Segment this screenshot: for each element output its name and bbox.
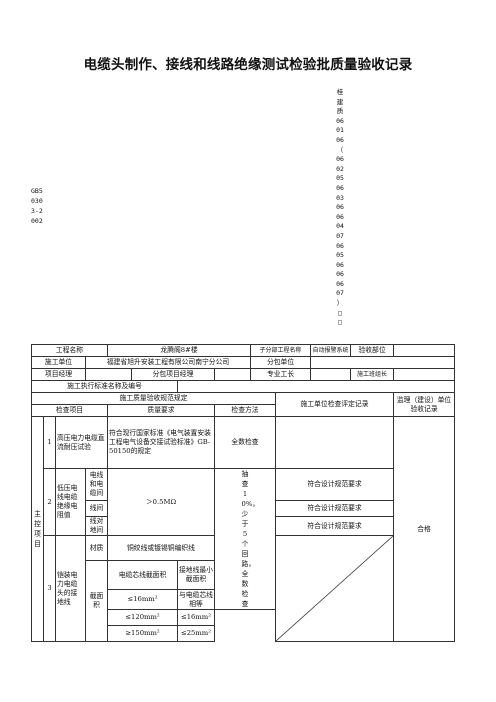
sub-pm-value	[213, 368, 252, 381]
code-right-char: 06	[336, 203, 344, 212]
code-right-char: （	[336, 145, 344, 154]
code-right-char: 06	[336, 241, 344, 250]
code-right-char: 05	[336, 174, 344, 183]
row3-ground-area-header: 接地线最小截面积	[177, 560, 215, 590]
row1-result	[275, 416, 395, 469]
row2-sub1: 电线和电缆间	[85, 468, 108, 501]
code-right-char: ）	[336, 299, 344, 308]
col-item-header: 检查项目	[31, 404, 108, 417]
item-project-label: 自动报警系统	[310, 344, 352, 357]
foreman-value	[310, 368, 352, 381]
standard-value	[176, 380, 456, 393]
sub-pm-label: 分包项目经理	[131, 368, 215, 381]
row3-r1-core: ≤16mm²	[107, 589, 178, 610]
team-leader-label: 施工班组长	[350, 368, 395, 381]
standard-code-left: GB50303-2002	[31, 187, 43, 225]
code-right-char: 06	[336, 183, 344, 192]
row3-r3-ground: ≤25mm²	[177, 625, 215, 642]
code-right-char: 06	[336, 212, 344, 221]
diagonal-line	[276, 536, 393, 641]
code-right-char: 07	[336, 231, 344, 240]
row3-r2-core: ≤120mm²	[107, 609, 178, 626]
row3-r3-core: ≥150mm²	[107, 625, 178, 642]
code-right-char: 06	[336, 155, 344, 164]
code-right-char: 02	[336, 164, 344, 173]
contractor-label: 施工单位	[31, 356, 86, 369]
main-control-label: 主控项目	[31, 416, 44, 642]
code-right-char: 01	[336, 126, 344, 135]
row2-result-3: 符合设计规范要求	[275, 516, 395, 536]
standard-label: 施工执行标准名称及编号	[31, 380, 178, 393]
row2-sub3: 线对地间	[85, 516, 108, 536]
code-right-char: 06	[336, 270, 344, 279]
code-right-char: 06	[336, 279, 344, 288]
row3-r1-ground: 与电缆芯线相等	[177, 589, 215, 610]
row1-item: 高压电力电缆直流耐压试验	[55, 416, 108, 469]
spec-header: 施工质量验收规范规定	[30, 392, 277, 405]
col-requirement-header: 质量要求	[107, 404, 215, 417]
page-title: 电缆头制作、接线和线路绝缘测试检验批质量验收记录	[83, 57, 413, 73]
row3-material-value: 铜绞线或镀锡铜编织线	[107, 535, 215, 561]
col-method-header: 检查方法	[213, 404, 277, 417]
code-right-char: 桂	[336, 88, 344, 96]
code-right-char: 建	[336, 97, 344, 106]
pm-label: 项目经理	[31, 368, 86, 381]
sub-project-label: 子分部工程名称	[250, 344, 312, 357]
row3-no: 3	[43, 535, 56, 642]
row2-method: 抽查10%，少于5个回路，全数检查	[213, 468, 277, 610]
code-right-char: 06	[336, 116, 344, 125]
code-right-char: 05	[336, 251, 344, 260]
code-right-char: 07	[336, 289, 344, 298]
code-right-char: □	[338, 318, 342, 327]
row3-core-area-header: 电缆芯线截面积	[107, 560, 178, 590]
row2-requirement: ＞0.5MΩ	[107, 468, 215, 536]
acceptance-part-value	[393, 344, 456, 357]
code-right-char: 04	[336, 222, 344, 231]
row2-item: 低压电线电缆绝缘电阻值	[55, 468, 86, 536]
row1-requirement: 符合现行国家标准《电气装置安装工程电气设备交接试验标准》GB-50150的规定	[107, 416, 215, 469]
row1-method: 全数检查	[213, 416, 277, 469]
row2-result-1: 符合设计规范要求	[275, 468, 395, 501]
foreman-label: 专业工长	[250, 368, 312, 381]
row3-material-label: 材质	[85, 535, 108, 561]
project-name-label: 工程名称	[31, 344, 108, 357]
row3-section-label: 截面积	[85, 560, 108, 642]
acceptance-part-label: 验收部位	[350, 344, 395, 357]
code-right-char: 03	[336, 193, 344, 202]
row2-result-2: 符合设计规范要求	[275, 500, 395, 517]
supervisor-header: 监理（建设）单位验收记录	[393, 392, 456, 417]
row3-result	[275, 535, 395, 642]
row3-item: 铠装电力电缆头的接地线	[55, 535, 86, 642]
row2-no: 2	[43, 468, 56, 536]
code-right-char: □	[338, 308, 342, 317]
team-leader-value	[393, 368, 456, 381]
subcontractor-value	[310, 356, 456, 369]
subcontractor-label: 分包单位	[250, 356, 312, 369]
pm-value	[85, 368, 132, 381]
row2-sub2: 线间	[85, 500, 108, 517]
acceptance-table: 工程名称 龙腾阁8#楼 子分部工程名称 自动报警系统 验收部位 施工单位 福建省…	[30, 344, 456, 642]
supervisor-result: 合格	[393, 416, 456, 642]
code-right-char: 06	[336, 135, 344, 144]
project-name-value: 龙腾阁8#楼	[106, 344, 252, 357]
row1-no: 1	[43, 416, 56, 469]
contractor-value: 福建省旭升安装工程有限公司南宁分公司	[84, 356, 252, 369]
row3-r2-ground: ≤16mm²	[177, 609, 215, 626]
code-right-char: 06	[336, 260, 344, 269]
code-right-char: 质	[336, 107, 344, 116]
contractor-check-header: 施工单位检查评定记录	[275, 392, 395, 417]
